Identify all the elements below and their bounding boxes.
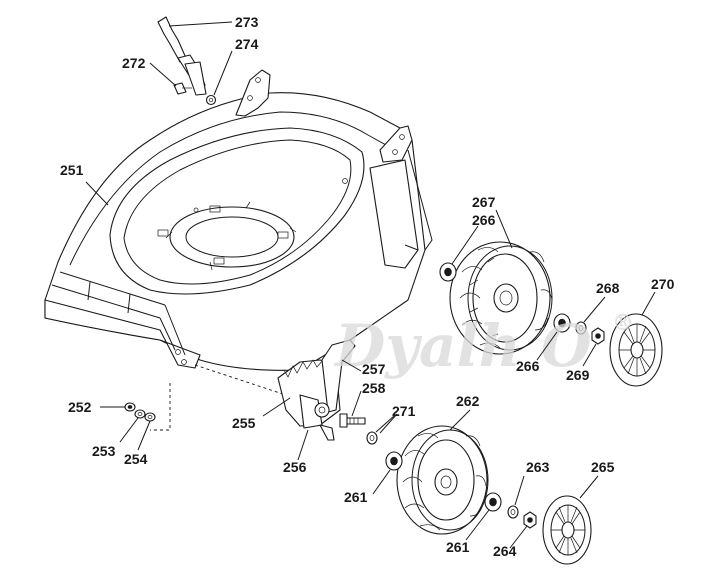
- callout-269: 269: [566, 367, 590, 383]
- watermark-text: Dyalh O: [333, 312, 592, 380]
- callout-267: 267: [472, 194, 496, 210]
- front-wheel: [396, 425, 489, 535]
- leader-lines: [85, 21, 656, 549]
- callout-257: 257: [362, 361, 386, 377]
- callout-labels: 251 252 253 254 255 256 257 258 261 261 …: [60, 14, 675, 559]
- mower-deck: [44, 69, 433, 371]
- callout-263: 263: [526, 459, 550, 475]
- callout-264: 264: [493, 543, 517, 559]
- handle-lever-assembly: [157, 16, 217, 106]
- registered-mark: ®: [612, 310, 634, 336]
- callout-258: 258: [362, 380, 386, 396]
- callout-265: 265: [591, 459, 615, 475]
- height-adjuster-assembly: [277, 339, 366, 441]
- callout-274: 274: [235, 36, 259, 52]
- callout-262: 262: [456, 393, 480, 409]
- front-wheel-bearings: [366, 431, 537, 529]
- fastener-hardware-left: [124, 402, 156, 422]
- callout-256: 256: [283, 459, 307, 475]
- callout-266-rear-outer: 266: [516, 358, 540, 374]
- callout-261-front-inner: 261: [344, 489, 368, 505]
- watermark: Dyalh O ®: [333, 310, 634, 380]
- callout-272: 272: [122, 55, 146, 71]
- rear-hub-cap: [609, 313, 663, 387]
- rear-wheel: [449, 241, 553, 355]
- callout-251: 251: [60, 162, 84, 178]
- callout-273: 273: [235, 14, 259, 30]
- front-hub-cap: [542, 495, 592, 565]
- callout-270: 270: [651, 276, 675, 292]
- callout-254: 254: [124, 451, 148, 467]
- callout-253: 253: [92, 443, 116, 459]
- callout-261-front-outer: 261: [446, 539, 470, 555]
- callout-255: 255: [232, 415, 256, 431]
- callout-268: 268: [596, 280, 620, 296]
- rear-wheel-bearings: [439, 262, 605, 345]
- callout-271: 271: [392, 403, 416, 419]
- callout-252: 252: [68, 399, 92, 415]
- callout-266-rear-inner: 266: [472, 212, 496, 228]
